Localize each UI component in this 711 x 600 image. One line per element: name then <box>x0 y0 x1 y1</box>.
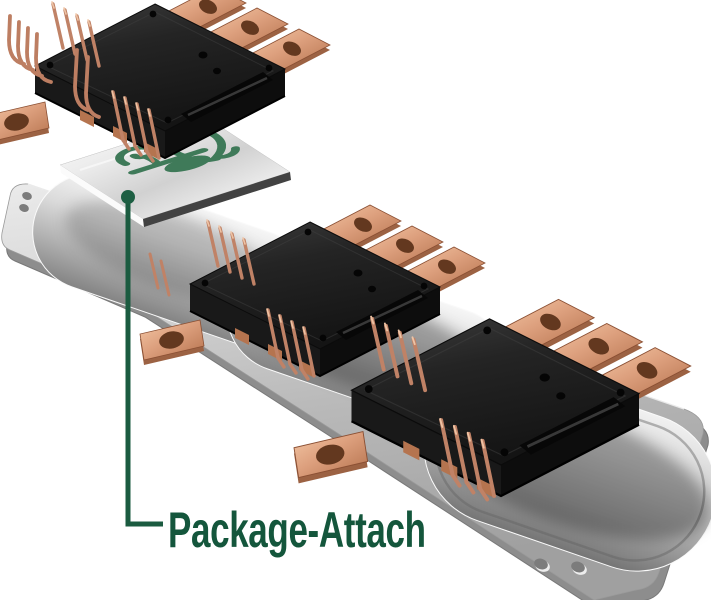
callout: Package-Attach <box>121 190 426 559</box>
package-attach-label: Package-Attach <box>168 503 426 559</box>
gullwing-pins <box>7 14 101 119</box>
mounting-holes-left <box>19 192 34 214</box>
loose-pins <box>148 252 171 297</box>
callout-dot <box>121 190 135 204</box>
callout-line <box>125 203 163 527</box>
